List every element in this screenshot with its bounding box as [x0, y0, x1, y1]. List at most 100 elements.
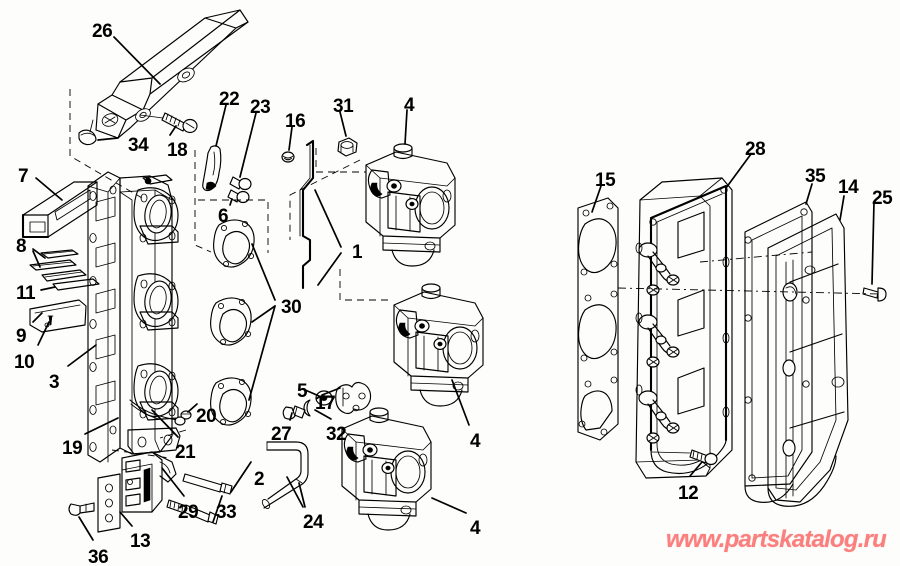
part-13-anchor-plate: [97, 473, 121, 533]
callout-5: 5: [297, 381, 308, 402]
part-23-screw: [229, 176, 252, 191]
leader-23: [239, 112, 257, 178]
part-33-screw: [166, 499, 219, 525]
callout-18: 18: [167, 140, 188, 161]
part-3-intake-manifold: [87, 171, 181, 463]
manifold-bore-3: [133, 363, 179, 421]
callout-13: 13: [130, 531, 151, 552]
part-17-cam-follower-bracket: [335, 381, 372, 415]
part-25-screw: [862, 287, 887, 302]
callout-4-bottom: 4: [470, 518, 481, 539]
callout-34: 34: [128, 135, 149, 156]
dash-12: [651, 451, 691, 454]
callout-9: 9: [16, 326, 27, 347]
callout-22: 22: [219, 89, 240, 110]
leader-30c: [248, 305, 276, 401]
callout-15: 15: [595, 170, 616, 191]
manifold-bore-2: [133, 273, 179, 331]
part-4-carburetor-bottom: [341, 407, 432, 531]
part-30-gasket-bottom: [210, 377, 252, 426]
callout-8: 8: [16, 236, 27, 257]
callout-1: 1: [352, 242, 363, 263]
callout-6: 6: [218, 206, 229, 227]
callout-2: 2: [254, 469, 265, 490]
leader-10: [37, 321, 50, 346]
reed-valve-3: [638, 390, 680, 444]
part-28-leaf-plate-assembly: [635, 177, 733, 479]
part-2-pin: [182, 473, 233, 495]
part-7-air-deflector: [21, 181, 98, 239]
leader-33: [212, 495, 223, 523]
leader-1b: [317, 252, 342, 286]
callout-27: 27: [271, 424, 292, 445]
part-32-retainer: [303, 399, 311, 417]
leader-31: [339, 111, 347, 137]
reed-valve-1: [638, 242, 680, 296]
leader-12: [689, 461, 703, 477]
part-24-fuel-hose: [261, 441, 309, 509]
callout-26: 26: [92, 21, 113, 42]
leader-14: [839, 195, 845, 221]
leader-28: [725, 153, 752, 189]
leader-18: [169, 125, 177, 136]
part-21-link: [129, 399, 186, 426]
leader-8b: [32, 250, 41, 268]
part-12-screw: [689, 449, 718, 466]
part-36-bolt: [68, 502, 95, 516]
leader-11: [40, 286, 56, 291]
dash-carb-top: [289, 159, 361, 240]
leader-4c: [431, 497, 467, 514]
callout-36: 36: [88, 547, 109, 566]
part-8-seal-strips: [29, 249, 87, 282]
leader-20: [187, 403, 198, 413]
callout-14: 14: [838, 177, 859, 198]
leader-4a: [404, 109, 408, 145]
callout-30: 30: [281, 297, 302, 318]
callout-4-middle: 4: [470, 431, 481, 452]
leader-35: [805, 183, 813, 205]
leader-5: [302, 388, 320, 397]
assembly-centerline: [617, 287, 881, 295]
leader-19: [84, 417, 119, 435]
dash-carb-mid: [339, 268, 388, 301]
leader-3: [67, 344, 97, 367]
callout-20: 20: [196, 406, 217, 427]
callout-4-top: 4: [404, 95, 415, 116]
leader-30b: [251, 305, 276, 323]
callout-32: 32: [326, 424, 347, 445]
leader-7: [35, 177, 63, 201]
callout-7: 7: [18, 166, 29, 187]
callout-19: 19: [62, 438, 83, 459]
part-18-screw: [161, 112, 198, 134]
leader-36: [78, 516, 94, 541]
leader-34-up: [89, 119, 94, 133]
leader-6: [229, 198, 233, 206]
part-20-dowel: [180, 410, 192, 420]
assembly-dash-31: [315, 148, 366, 173]
callout-11: 11: [16, 283, 36, 304]
part-4-carburetor-top: [365, 143, 456, 267]
leader-21: [151, 409, 179, 438]
callout-28: 28: [745, 139, 766, 160]
part-14-intake-cover: [767, 213, 849, 507]
callout-17: 17: [315, 393, 336, 414]
site-watermark: www.partskatalog.ru: [666, 526, 887, 553]
leader-29: [161, 467, 185, 497]
leader-24b: [286, 476, 304, 508]
leader-13: [119, 511, 133, 527]
leader-16: [288, 126, 293, 151]
part-9-gasket: [29, 299, 87, 333]
part-31-nut: [337, 137, 358, 157]
leader-25: [871, 201, 875, 285]
leader-4b: [451, 379, 470, 426]
leader-2: [230, 461, 252, 493]
leader-30a: [251, 243, 276, 301]
part-1-throttle-link-rod: [299, 139, 315, 290]
callout-33: 33: [216, 502, 237, 523]
assembly-dash-26: [69, 89, 143, 199]
callout-25: 25: [872, 188, 893, 209]
callout-10: 10: [14, 352, 35, 373]
